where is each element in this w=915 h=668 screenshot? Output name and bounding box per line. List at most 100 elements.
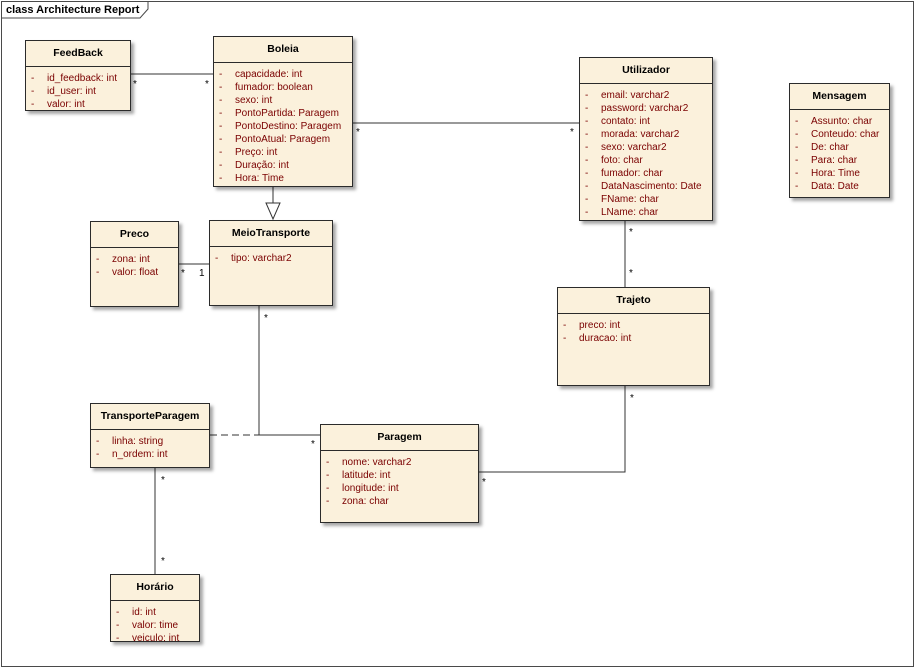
attribute-text: id: int (132, 607, 156, 618)
mult-boleia-utilizador-boleia-end: * (356, 127, 360, 138)
mult-meio-paragem-meio-end: * (264, 313, 268, 324)
attribute-text: foto: char (601, 155, 643, 166)
attribute-text: PontoAtual: Paragem (235, 134, 331, 145)
attribute: -fumador: boolean (214, 81, 352, 94)
mult-utilizador-trajeto-utilizador-end: * (629, 227, 633, 238)
attribute-text: email: varchar2 (601, 90, 670, 101)
attribute-text: DataNascimento: Date (601, 181, 702, 192)
attribute-text: Assunto: char (811, 116, 873, 127)
attribute: -Conteudo: char (790, 128, 889, 141)
diagram-title: class Architecture Report (6, 4, 140, 16)
attribute: -PontoPartida: Paragem (214, 107, 352, 120)
class-feedback[interactable]: FeedBack-id_feedback: int-id_user: int-v… (25, 40, 131, 111)
mult-utilizador-trajeto-trajeto-end: * (629, 268, 633, 279)
class-boleia[interactable]: Boleia-capacidade: int-fumador: boolean-… (213, 36, 353, 187)
attribute-text: valor: int (47, 99, 85, 110)
visibility-marker: - (326, 470, 330, 481)
visibility-marker: - (795, 129, 799, 140)
attribute-compartment: -linha: string-n_ordem: int (91, 430, 209, 461)
attribute: - FName: char (580, 193, 712, 206)
frame-tab-outline (1, 1, 149, 19)
attribute-text: Data: Date (811, 181, 859, 192)
visibility-marker: - (219, 160, 223, 171)
mult-meio-paragem-paragem-end: * (311, 439, 315, 450)
attribute: - foto: char (580, 154, 712, 167)
class-meiotransporte[interactable]: MeioTransporte -tipo: varchar2 (209, 220, 333, 306)
assoc-trajeto-paragem[interactable] (479, 386, 626, 473)
attribute: -PontoDestino: Paragem (214, 120, 352, 133)
class-trajeto[interactable]: Trajeto-preco: int-duracao: int (557, 287, 710, 386)
attribute-text: capacidade: int (235, 69, 303, 80)
visibility-marker: - (31, 86, 35, 97)
attribute: -De: char (790, 141, 889, 154)
attribute: -Preço: int (214, 146, 352, 159)
attribute: -id_user: int (26, 85, 130, 98)
attribute: -zona: int (91, 253, 178, 266)
attribute: -tipo: varchar2 (210, 252, 332, 265)
class-preco[interactable]: Preco -zona: int- valor: float (90, 221, 179, 307)
attribute-text: veiculo: int (132, 633, 180, 644)
visibility-marker: - (585, 142, 589, 153)
class-horario[interactable]: Horário-id: int-valor: time-veiculo: int (110, 574, 200, 645)
attribute-text: sexo: int (235, 95, 273, 106)
visibility-marker: - (585, 103, 589, 114)
attribute: -sexo: int (214, 94, 352, 107)
visibility-marker: - (116, 620, 120, 631)
attribute-text: Hora: Time (811, 168, 860, 179)
visibility-marker: - (116, 607, 120, 618)
visibility-marker: - (585, 155, 589, 166)
attribute-text: valor: float (112, 267, 159, 278)
attribute: -preco: int (558, 319, 709, 332)
visibility-marker: - (585, 129, 589, 140)
attribute-text: Preço: int (235, 147, 278, 158)
attribute-compartment: -id_feedback: int-id_user: int-valor: in… (26, 67, 130, 111)
attribute: -linha: string (91, 435, 209, 448)
visibility-marker: - (795, 155, 799, 166)
class-transporteparagem[interactable]: TransporteParagem-linha: string-n_ordem:… (90, 403, 210, 468)
attribute: -Assunto: char (790, 115, 889, 128)
attribute-compartment: -id: int-valor: time-veiculo: int (111, 601, 199, 645)
visibility-marker: - (116, 633, 120, 644)
attribute-text: FName: char (601, 194, 659, 205)
attribute: - Hora: Time (790, 167, 889, 180)
visibility-marker: - (795, 168, 799, 179)
attribute-text: PontoPartida: Paragem (235, 108, 339, 119)
attribute: - id: int (111, 606, 199, 619)
attribute-compartment: -Assunto: char-Conteudo: char-De: char-P… (790, 110, 889, 193)
attribute-compartment: -nome: varchar2-latitude: int-longitude:… (321, 451, 478, 508)
visibility-marker: - (219, 121, 223, 132)
visibility-marker: - (96, 449, 100, 460)
class-name: MeioTransporte (210, 221, 332, 247)
attribute-text: duracao: int (579, 333, 632, 344)
visibility-marker: - (219, 69, 223, 80)
visibility-marker: - (96, 254, 100, 265)
visibility-marker: - (585, 181, 589, 192)
attribute-text: LName: char (601, 207, 659, 218)
class-name: Mensagem (790, 84, 889, 110)
visibility-marker: - (585, 194, 589, 205)
attribute-text: zona: char (342, 496, 389, 507)
visibility-marker: - (326, 496, 330, 507)
attribute-text: sexo: varchar2 (601, 142, 667, 153)
mult-feedback-boleia-feedback-end: * (133, 79, 137, 90)
class-utilizador[interactable]: Utilizador-email: varchar2-password: var… (579, 57, 713, 221)
visibility-marker: - (215, 253, 219, 264)
visibility-marker: - (219, 134, 223, 145)
attribute-compartment: -zona: int- valor: float (91, 248, 178, 279)
visibility-marker: - (31, 99, 35, 110)
attribute: - sexo: varchar2 (580, 141, 712, 154)
class-name: Trajeto (558, 288, 709, 314)
attribute-text: longitude: int (342, 483, 399, 494)
attribute-compartment: -capacidade: int-fumador: boolean-sexo: … (214, 63, 352, 185)
assoc-meiotransporte-paragem[interactable] (258, 306, 320, 436)
attribute: -longitude: int (321, 482, 478, 495)
class-paragem[interactable]: Paragem-nome: varchar2-latitude: int-lon… (320, 424, 479, 523)
visibility-marker: - (795, 181, 799, 192)
class-name: Preco (91, 222, 178, 248)
attribute-text: preco: int (579, 320, 621, 331)
class-name: TransporteParagem (91, 404, 209, 430)
attribute: -password: varchar2 (580, 102, 712, 115)
attribute: -nome: varchar2 (321, 456, 478, 469)
class-mensagem[interactable]: Mensagem-Assunto: char-Conteudo: char-De… (789, 83, 890, 198)
